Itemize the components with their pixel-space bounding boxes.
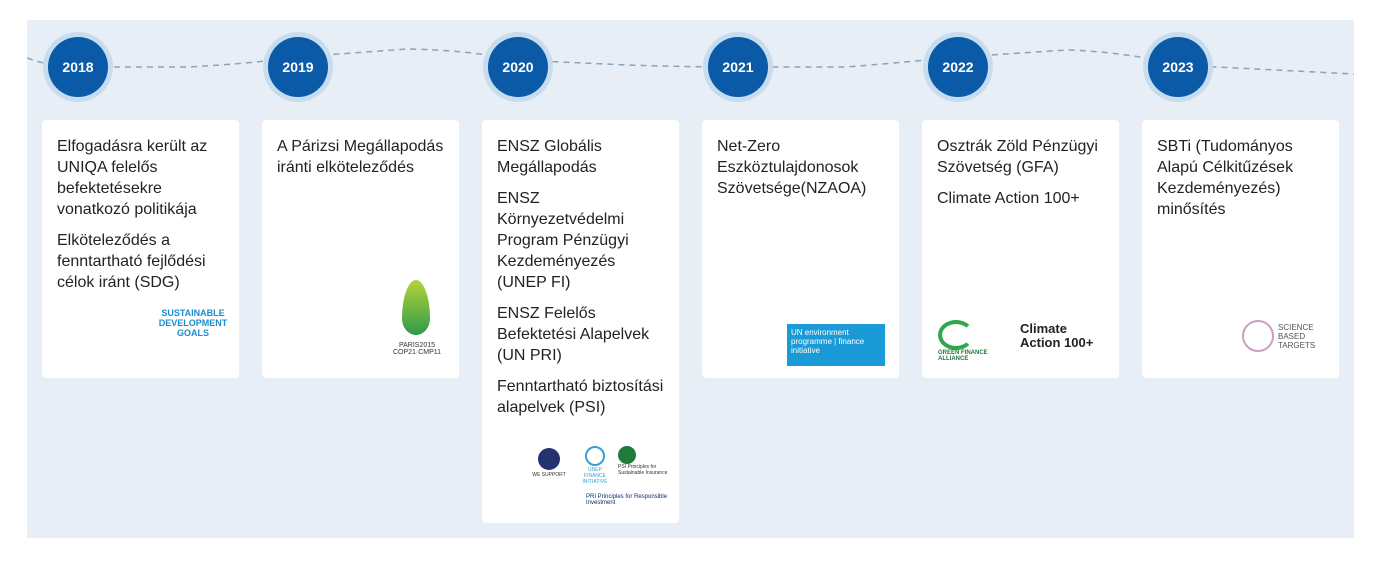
card-2022: Osztrák Zöld Pénzügyi Szövetség (GFA) Cl… [922,120,1119,378]
milestone-text: Elfogadásra került az UNIQA felelős befe… [57,138,208,218]
milestone-text: ENSZ Globális Megállapodás [497,138,602,176]
unep-fi-logo: UN environment programme | finance initi… [787,324,885,366]
year-marker-2020: 2020 [488,37,548,97]
milestone-text: Osztrák Zöld Pénzügyi Szövetség (GFA) [937,138,1098,176]
year-marker-2018: 2018 [48,37,108,97]
psi-logo: PSI Principles for Sustainable Insurance [618,446,672,476]
climate-action-100-logo: Climate Action 100+ [1020,321,1094,350]
paris2015-logo: PARIS2015 COP21·CMP11 [392,342,442,356]
milestone-text: Elköteleződés a fenntartható fejlődési c… [57,232,206,291]
milestone-text: SBTi (Tudományos Alapú Célkitűzések Kezd… [1157,138,1294,218]
un-global-compact-logo: WE SUPPORT [532,448,566,478]
year-marker-2019: 2019 [268,37,328,97]
paris-leaf-icon [402,280,430,335]
card-2020: ENSZ Globális Megállapodás ENSZ Környeze… [482,120,679,523]
pri-logo: PRI Principles for Responsible Investmen… [586,494,668,506]
year-marker-2021: 2021 [708,37,768,97]
card-2021: Net-Zero Eszköztulajdonosok Szövetsége(N… [702,120,899,378]
milestone-text: Fenntartható biztosítási alapelvek (PSI) [497,378,664,416]
green-finance-alliance-logo: GREEN FINANCE ALLIANCE [938,320,994,362]
milestone-text: Climate Action 100+ [937,190,1080,207]
timeline-panel [27,20,1354,538]
unep-fi-logo: UNEP FINANCE INITIATIVE [578,446,612,485]
sdg-logo: SUSTAINABLE DEVELOPMENT GOALS [158,308,228,338]
card-2023: SBTi (Tudományos Alapú Célkitűzések Kezd… [1142,120,1339,378]
card-2018: Elfogadásra került az UNIQA felelős befe… [42,120,239,378]
milestone-text: Net-Zero Eszköztulajdonosok Szövetsége(N… [717,138,867,197]
year-marker-2023: 2023 [1148,37,1208,97]
milestone-text: ENSZ Felelős Befektetési Alapelvek (UN P… [497,305,650,364]
milestone-text: A Párizsi Megállapodás iránti elkötelező… [277,138,444,176]
milestone-text: ENSZ Környezetvédelmi Program Pénzügyi K… [497,190,629,291]
sbti-logo: SCIENCE BASED TARGETS [1242,320,1332,352]
timeline-dashed-line [27,48,1354,75]
year-marker-2022: 2022 [928,37,988,97]
card-2019: A Párizsi Megállapodás iránti elkötelező… [262,120,459,378]
